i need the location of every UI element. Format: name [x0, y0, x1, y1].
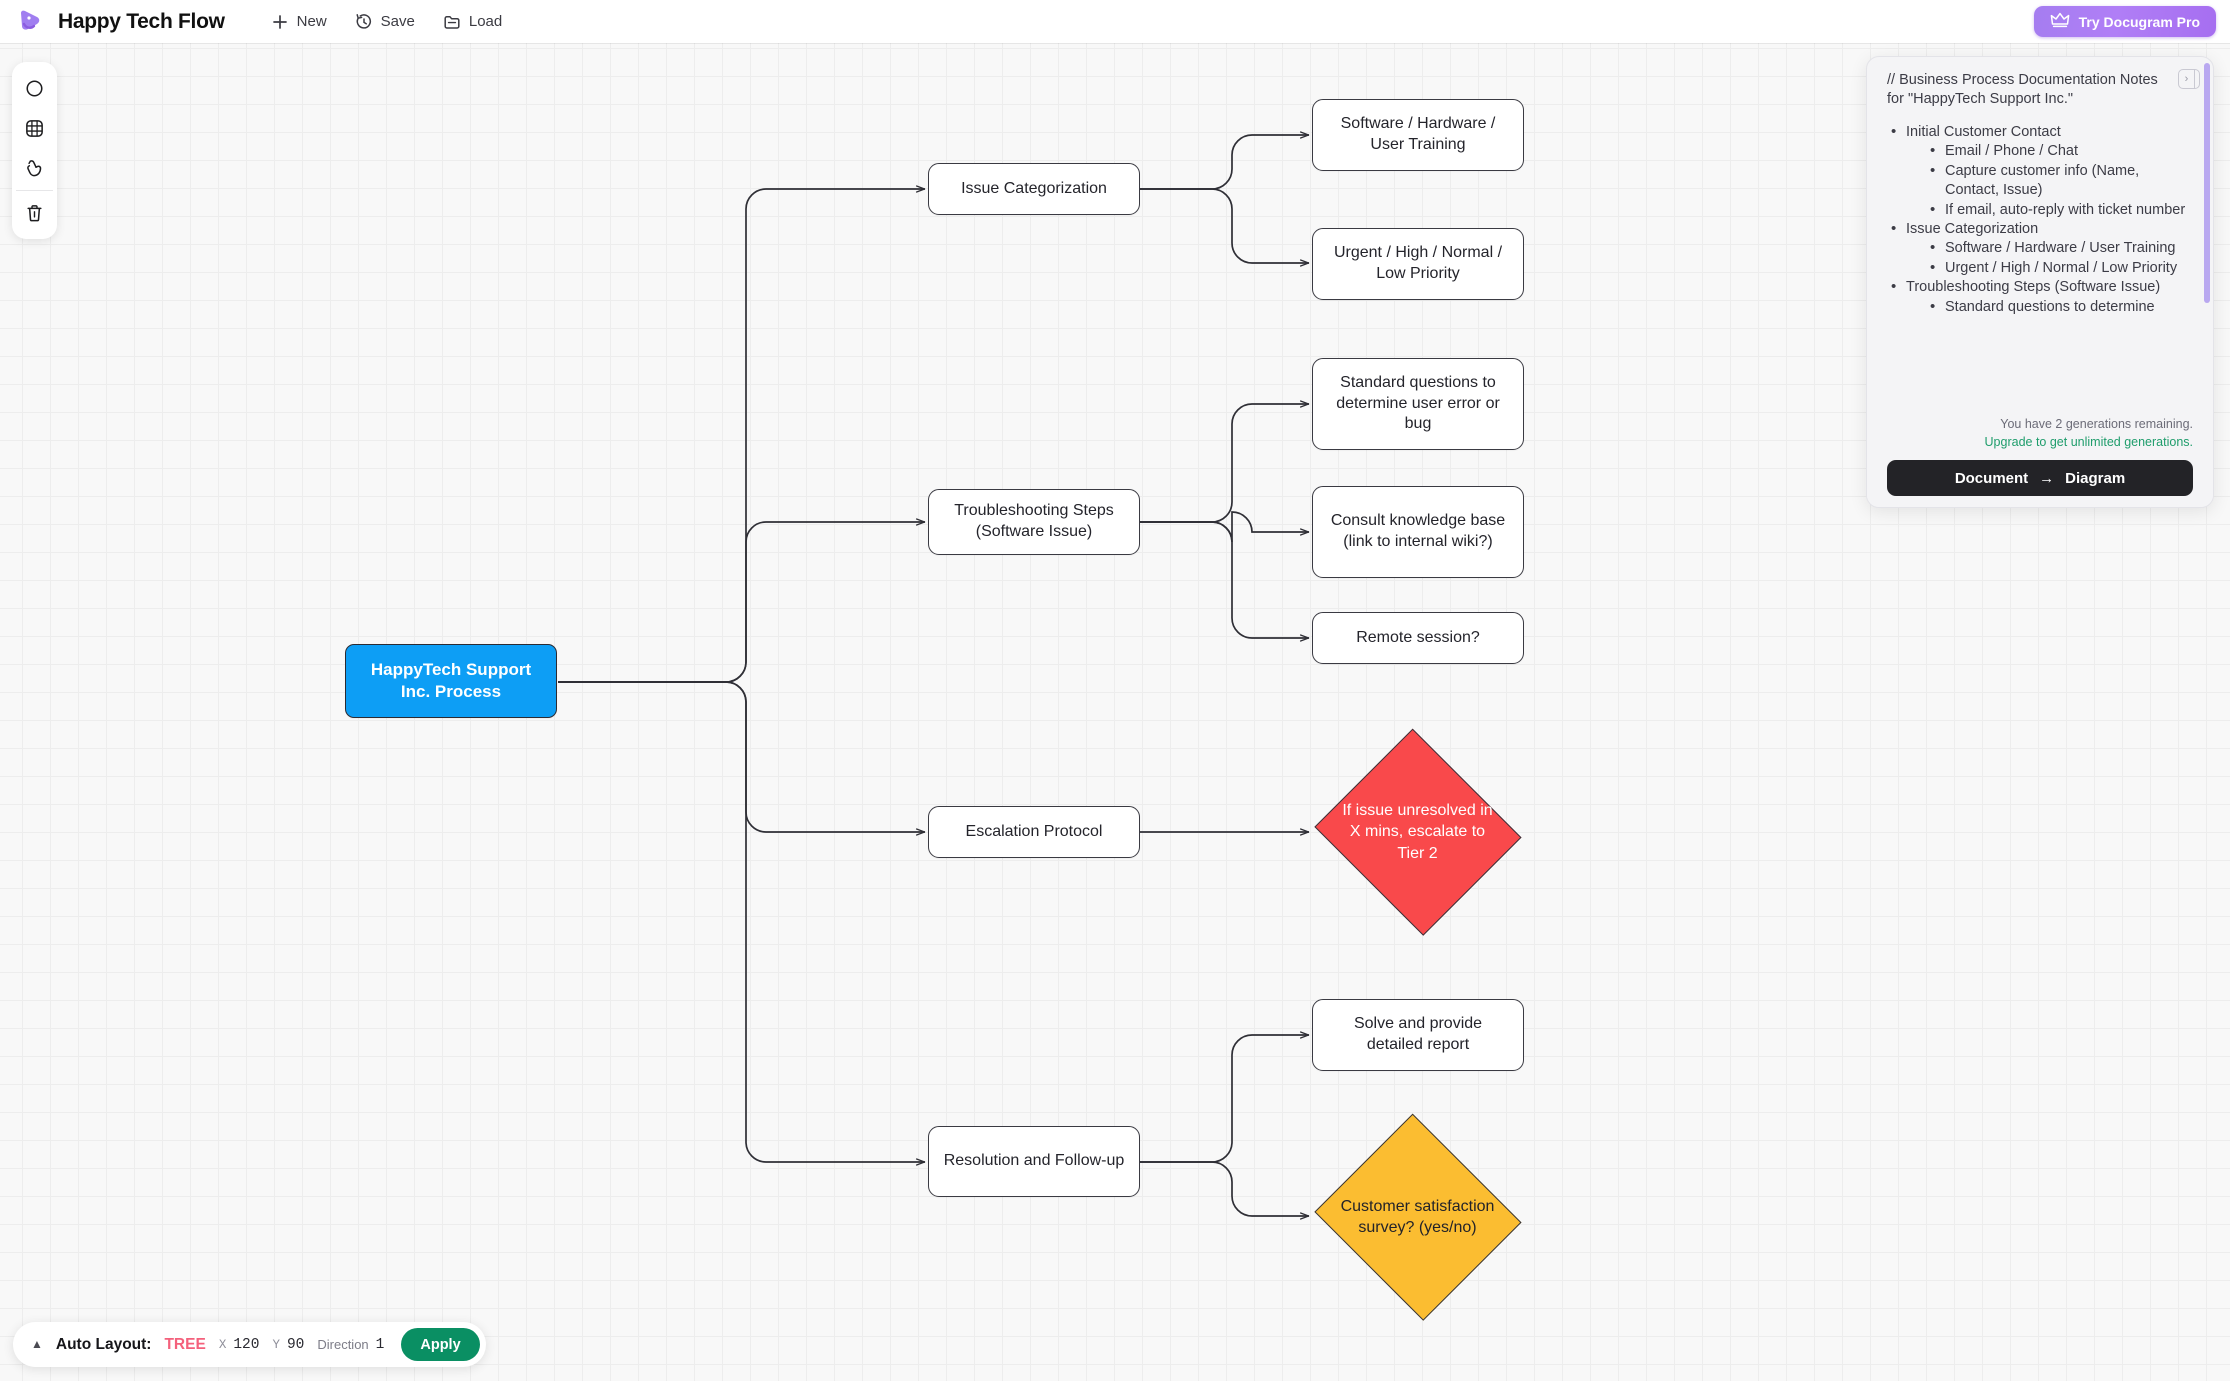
spacing-x-value: 120: [233, 1336, 260, 1353]
outline-label: Troubleshooting Steps (Software Issue): [1906, 279, 2161, 296]
node-troubleshooting-steps[interactable]: Troubleshooting Steps (Software Issue): [928, 489, 1140, 555]
outline-label: Initial Customer Contact: [1906, 123, 2061, 140]
direction-value: 1: [375, 1336, 385, 1353]
document-notes-panel: › // Business Process Documentation Note…: [1866, 56, 2214, 508]
top-toolbar: Happy Tech Flow New Save: [0, 0, 2230, 43]
node-label: Urgent / High / Normal / Low Priority: [1333, 244, 1503, 282]
new-button[interactable]: New: [261, 7, 337, 37]
panel-scrollbar[interactable]: [2204, 63, 2210, 303]
node-label: If issue unresolved in X mins, escalate …: [1342, 802, 1493, 862]
auto-layout-mode[interactable]: TREE: [164, 1335, 206, 1353]
file-actions: New Save Lo: [261, 7, 513, 37]
document-to-diagram-button[interactable]: Document → Diagram: [1887, 460, 2193, 496]
crown-icon: [2050, 11, 2070, 32]
load-button[interactable]: Load: [433, 7, 512, 37]
grid-tool[interactable]: [12, 108, 57, 148]
outline-item: Issue Categorization Software / Hardware…: [1887, 219, 2193, 279]
direction-key: Direction: [317, 1337, 369, 1352]
outline-sublabel: If email, auto-reply with ticket number: [1945, 201, 2186, 218]
node-escalate-tier2-decision[interactable]: If issue unresolved in X mins, escalate …: [1311, 728, 1524, 936]
save-clock-icon: [355, 13, 373, 31]
page-title: Happy Tech Flow: [58, 9, 225, 33]
outline-sublabel: Urgent / High / Normal / Low Priority: [1945, 259, 2178, 276]
auto-layout-bar: ▲ Auto Layout: TREE X 120 Y 90 Direction…: [13, 1322, 486, 1367]
spacing-x-key: X: [218, 1337, 227, 1352]
node-label: Solve and provide detailed report: [1353, 1015, 1483, 1053]
document-notes-scroll[interactable]: › // Business Process Documentation Note…: [1867, 57, 2213, 415]
node-resolution-followup[interactable]: Resolution and Follow-up: [928, 1126, 1140, 1197]
outline-subitem: Urgent / High / Normal / Low Priority: [1926, 258, 2193, 279]
folder-icon: [443, 13, 461, 31]
node-standard-questions[interactable]: Standard questions to determine user err…: [1312, 358, 1524, 450]
direction-field[interactable]: Direction 1: [317, 1337, 384, 1353]
node-satisfaction-survey-decision[interactable]: Customer satisfaction survey? (yes/no): [1311, 1113, 1524, 1321]
toolbar-divider: [16, 190, 53, 191]
node-label: Software / Hardware / User Training: [1340, 115, 1496, 153]
node-label: Troubleshooting Steps (Software Issue): [954, 502, 1114, 540]
node-label: Standard questions to determine user err…: [1336, 374, 1500, 433]
auto-layout-label: Auto Layout:: [55, 1335, 152, 1353]
node-label: Issue Categorization: [961, 179, 1107, 197]
outline-item: Initial Customer Contact Email / Phone /…: [1887, 122, 2193, 221]
outline-sublist: Standard questions to determine: [1926, 297, 2193, 318]
panel-divider: [2194, 70, 2199, 88]
node-solve-provide-report[interactable]: Solve and provide detailed report: [1312, 999, 1524, 1071]
outline-subitem: If email, auto-reply with ticket number: [1926, 200, 2193, 221]
gen-btn-right-label: Diagram: [2065, 469, 2126, 487]
document-notes-heading: // Business Process Documentation Notes …: [1887, 72, 2158, 108]
spacing-y-value: 90: [286, 1336, 305, 1353]
hand-pointer-tool[interactable]: [12, 148, 57, 188]
node-label: Escalation Protocol: [965, 822, 1103, 840]
node-root[interactable]: HappyTech Support Inc. Process: [345, 644, 557, 718]
document-panel-footer: You have 2 generations remaining. Upgrad…: [1867, 414, 2213, 507]
outline-subitem: Capture customer info (Name, Contact, Is…: [1926, 161, 2193, 201]
node-label: Remote session?: [1356, 628, 1480, 646]
happy-flow-logo-icon: [16, 7, 46, 37]
outline-subitem: Standard questions to determine: [1926, 297, 2193, 318]
node-label: Resolution and Follow-up: [943, 1152, 1125, 1170]
outline-subitem: Software / Hardware / User Training: [1926, 238, 2193, 259]
outline-sublabel: Capture customer info (Name, Contact, Is…: [1945, 162, 2140, 199]
try-pro-label: Try Docugram Pro: [2078, 13, 2200, 30]
plus-icon: [271, 13, 289, 31]
node-software-hardware-user-training[interactable]: Software / Hardware / User Training: [1312, 99, 1524, 171]
outline-sublist: Software / Hardware / User Training Urge…: [1926, 238, 2193, 279]
upgrade-link[interactable]: Upgrade to get unlimited generations.: [1984, 434, 2193, 449]
outline-subitem: Email / Phone / Chat: [1926, 141, 2193, 162]
save-button[interactable]: Save: [345, 7, 425, 37]
try-docugram-pro-button[interactable]: Try Docugram Pro: [2033, 6, 2216, 37]
node-label: Customer satisfaction survey? (yes/no): [1340, 1197, 1495, 1236]
node-label: Consult knowledge base (link to internal…: [1330, 512, 1506, 550]
outline-item: Troubleshooting Steps (Software Issue) S…: [1887, 277, 2193, 318]
node-priority-levels[interactable]: Urgent / High / Normal / Low Priority: [1312, 228, 1524, 300]
panel-collapse-icon[interactable]: ›: [2178, 69, 2200, 89]
chevron-right-icon: ›: [2184, 72, 2189, 85]
node-escalation-protocol[interactable]: Escalation Protocol: [928, 806, 1140, 858]
node-consult-knowledge-base[interactable]: Consult knowledge base (link to internal…: [1312, 486, 1524, 578]
outline-label: Issue Categorization: [1906, 220, 2039, 237]
spacing-x-field[interactable]: X 120: [219, 1337, 260, 1353]
arrow-right-icon: →: [2039, 469, 2055, 487]
outline-sublabel: Software / Hardware / User Training: [1945, 240, 2176, 257]
outline-sublabel: Email / Phone / Chat: [1945, 143, 2078, 160]
save-button-label: Save: [380, 13, 415, 30]
node-issue-categorization[interactable]: Issue Categorization: [928, 163, 1140, 215]
new-button-label: New: [296, 13, 327, 30]
outline-sublabel: Standard questions to determine: [1945, 298, 2155, 315]
document-outline: Initial Customer Contact Email / Phone /…: [1887, 122, 2193, 318]
quota-text: You have 2 generations remaining.: [2000, 416, 2193, 431]
spacing-y-key: Y: [272, 1337, 280, 1352]
node-label: HappyTech Support Inc. Process: [370, 660, 532, 701]
load-button-label: Load: [468, 13, 503, 30]
spacing-y-field[interactable]: Y 90: [272, 1337, 304, 1353]
apply-button[interactable]: Apply: [401, 1328, 480, 1361]
outline-sublist: Email / Phone / Chat Capture customer in…: [1926, 141, 2193, 221]
node-remote-session[interactable]: Remote session?: [1312, 612, 1524, 664]
chevron-up-icon[interactable]: ▲: [31, 1336, 43, 1351]
shape-toolbar: [12, 62, 57, 239]
shape-circle-tool[interactable]: [12, 68, 57, 108]
gen-btn-left-label: Document: [1954, 469, 2029, 487]
delete-tool[interactable]: [12, 193, 57, 233]
